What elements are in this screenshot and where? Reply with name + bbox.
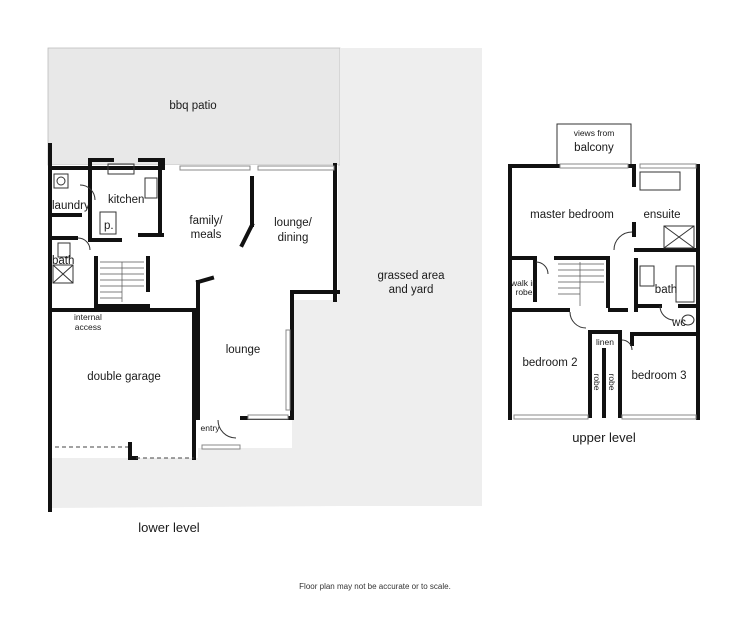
ensuite-shower-icon xyxy=(663,225,695,249)
walk-in-robe-label-2: robe xyxy=(515,287,532,297)
upper-vanity-icon xyxy=(639,265,655,287)
internal-access-label-1: internal xyxy=(74,312,102,322)
family-meals-label-2: meals xyxy=(191,229,222,241)
lower-level-title: lower level xyxy=(138,520,200,535)
ensuite-bath-icon xyxy=(639,171,681,191)
grassed-area-label-1: grassed area xyxy=(377,270,445,282)
master-bedroom-label: master bedroom xyxy=(530,209,614,221)
bedroom-3-label: bedroom 3 xyxy=(632,370,687,382)
pantry-label: p. xyxy=(104,220,114,232)
internal-access-label-2: access xyxy=(75,322,101,332)
wc-label: wc xyxy=(671,317,686,329)
double-garage-label: double garage xyxy=(87,371,161,383)
bath-label: bath xyxy=(52,255,74,267)
robe-label-b: robe xyxy=(607,373,617,390)
upper-level-title: upper level xyxy=(572,430,636,445)
grassed-area xyxy=(48,48,482,508)
lounge-label: lounge xyxy=(226,344,261,356)
disclaimer-text: Floor plan may not be accurate or to sca… xyxy=(299,582,451,591)
bedroom-2-label: bedroom 2 xyxy=(523,357,578,369)
entry-label: entry xyxy=(201,423,221,433)
bath-toilet-icon xyxy=(57,242,71,258)
stove-icon xyxy=(144,177,158,199)
pantry-icon xyxy=(99,211,117,235)
upper-bath-label: bath xyxy=(655,284,677,296)
wc-toilet-icon xyxy=(681,314,695,326)
family-meals-label-1: family/ xyxy=(189,215,223,227)
views-from-label: views from xyxy=(574,128,615,138)
upper-stairs xyxy=(558,262,604,306)
laundry-tub-icon xyxy=(53,173,69,189)
bbq-patio-label: bbq patio xyxy=(169,100,216,112)
ensuite-label: ensuite xyxy=(643,209,680,221)
shower-icon xyxy=(52,264,74,284)
linen-label: linen xyxy=(596,337,614,347)
walk-in-robe-label-1: walk in xyxy=(510,278,537,288)
lower-level-plan: bbq patio laundry kitchen p. family/ mea… xyxy=(47,47,482,535)
kitchen-label: kitchen xyxy=(108,194,144,206)
sink-icon xyxy=(107,163,135,175)
lounge-dining-label-1: lounge/ xyxy=(274,217,313,229)
upper-bath-tub-icon xyxy=(675,265,695,303)
lounge-dining-label-2: dining xyxy=(278,232,309,244)
balcony-label: balcony xyxy=(574,142,614,154)
grassed-area-label-2: and yard xyxy=(389,284,434,296)
balcony-box xyxy=(556,123,632,167)
lower-stairs xyxy=(100,261,144,302)
upper-level-plan: views from balcony master bedroom ensuit… xyxy=(508,123,700,445)
robe-label-a: robe xyxy=(592,373,602,390)
laundry-label: laundry xyxy=(52,200,90,212)
